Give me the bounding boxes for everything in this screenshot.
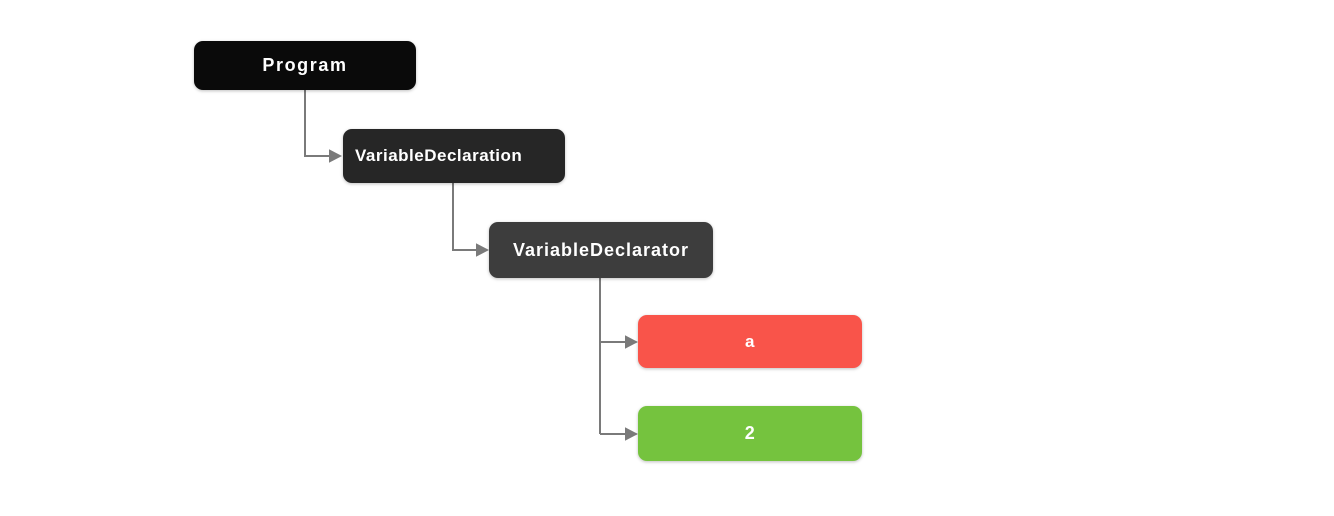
node-variable-declarator-label: VariableDeclarator	[512, 239, 690, 260]
arrowhead-icon	[625, 427, 638, 441]
node-literal-2[interactable]: 2	[638, 406, 862, 461]
node-variable-declarator[interactable]: VariableDeclarator	[489, 222, 713, 278]
arrowhead-icon	[476, 243, 489, 257]
node-identifier-a[interactable]: a	[638, 315, 862, 368]
node-program-label: Program	[262, 55, 348, 75]
node-program[interactable]: Program	[194, 41, 416, 90]
arrowhead-icon	[625, 335, 638, 349]
edge-variable-declaration-variable-declarator	[453, 183, 477, 250]
edge-program-variable-declaration	[305, 90, 330, 156]
node-identifier-a-label: a	[745, 331, 755, 351]
node-literal-2-label: 2	[744, 423, 756, 443]
node-variable-declaration[interactable]: VariableDeclaration	[343, 129, 565, 183]
node-variable-declaration-label: VariableDeclaration	[355, 146, 523, 166]
arrowhead-icon	[329, 149, 342, 163]
